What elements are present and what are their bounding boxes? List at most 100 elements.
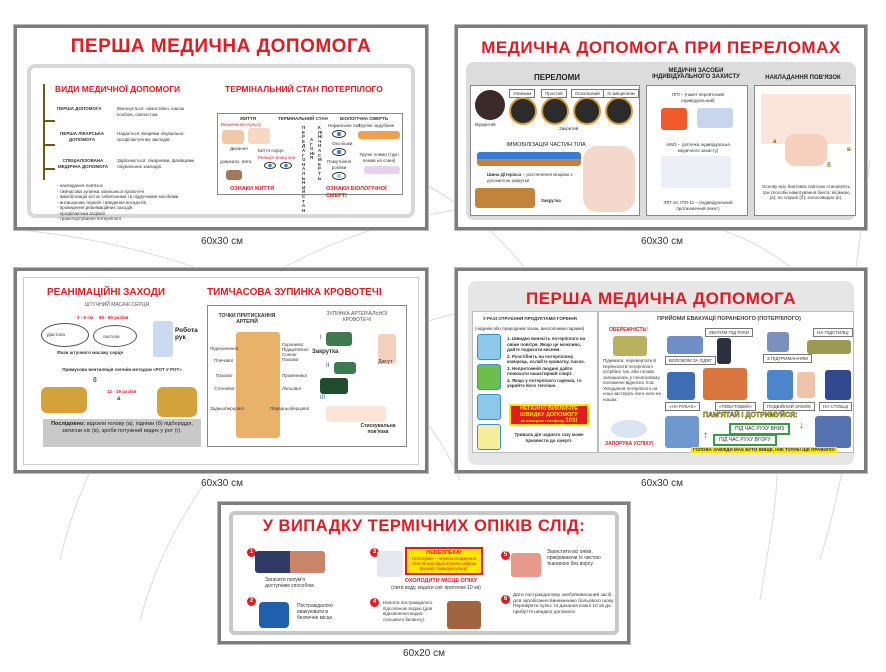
- cornea-label: Помутніння рогівки: [326, 159, 352, 170]
- livor-label: Трупні плями (труп лежав на спині): [359, 152, 399, 163]
- tourniquet-label: Джгут: [378, 359, 393, 365]
- cpr-depth: 3 - 5 см: [77, 315, 94, 320]
- bleeding-panel: ТОЧКИ ПРИТИСКАННЯ АРТЕРІЙ Підключичної П…: [207, 305, 407, 447]
- pulse-check-illustration: [222, 130, 244, 144]
- mouth-to-mouth-illustration: [157, 387, 197, 417]
- poster-first-aid-2[interactable]: ПЕРША МЕДИЧНА ДОПОМОГА У РАЗІ ОТРУЄННЯ П…: [455, 268, 867, 473]
- step-image: [477, 364, 501, 390]
- ppe-item: ППІ – (пакет перев'язний індивідуальний): [671, 92, 725, 103]
- measure-item: - антишокова терапія і введення антидоті…: [57, 199, 146, 205]
- col-terminal: ТЕРМІНАЛЬНИЙ СТАН: [278, 116, 328, 121]
- step-number-5: 5: [501, 551, 510, 560]
- types-arrow-line: [43, 84, 45, 180]
- cooling-illustration: [377, 551, 403, 577]
- arrow-icon: [45, 120, 55, 122]
- dieterichs-label: Шина Дітеріхса: [487, 172, 522, 177]
- fractures-heading: ПЕРЕЛОМИ: [533, 73, 580, 82]
- evac-figure: [807, 340, 851, 354]
- drinking-illustration: [447, 601, 481, 629]
- poster-size-label: 60x30 см: [201, 236, 243, 247]
- artery-left: Підключичної: [210, 346, 239, 351]
- mark-a: а: [773, 139, 777, 145]
- roman-2: II: [326, 363, 330, 369]
- mark-b: б: [93, 378, 97, 384]
- cpr-hands-illustration: [153, 321, 173, 357]
- poster-size-label: 60x30 см: [641, 478, 683, 489]
- ppe-item: ІПП-10, ІПП-11 – (індивідуальний протихі…: [663, 200, 733, 211]
- livor-body-illustration: [364, 166, 400, 174]
- mark-a: а: [117, 396, 121, 402]
- method-label: ПОДВІЙНИЙ ЗАМОК: [763, 402, 815, 411]
- poster-title: МЕДИЧНА ДОПОМОГА ПРИ ПЕРЕЛОМАХ: [481, 38, 841, 57]
- type-desc: Виконується: самостійно, іншою особою, с…: [117, 106, 185, 117]
- poisoning-panel: У РАЗІ ОТРУЄННЯ ПРОДУКТАМИ ГОРІННЯ (чадн…: [472, 311, 598, 453]
- stairs-up-figure: [815, 416, 851, 448]
- poster-fractures[interactable]: МЕДИЧНА ДОПОМОГА ПРИ ПЕРЕЛОМАХ ПЕРЕЛОМИ …: [455, 25, 867, 230]
- mark-b: б: [827, 163, 831, 169]
- first-aid-kit-image: [661, 108, 687, 130]
- method-label: З ПІДТРИМАННЯМ: [763, 354, 812, 363]
- measure-item: - проведення реанімаційних заходів: [57, 205, 133, 210]
- step-number-1: 1: [247, 548, 256, 557]
- xray-image: [541, 97, 569, 125]
- danger-title: НЕБЕЗПЕКА!: [426, 550, 462, 556]
- method-label: НА ПІДСТИЛЦІ: [813, 328, 853, 337]
- evacuation-panel: ПРИЙОМИ ЕВАКУАЦІЇ ПОРАНЕНОГО (ПОТЕРПІЛОГ…: [598, 311, 854, 453]
- tourniquet-illustration: [334, 362, 356, 374]
- artery-right: Передньоберцової: [270, 406, 310, 411]
- types-heading: ВИДИ МЕДИЧНОЇ ДОПОМОГИ: [55, 84, 181, 94]
- bandage-pack-image: [697, 108, 733, 128]
- pupil-label: Реакція зіниці ока: [258, 155, 296, 160]
- poster-resuscitation-bleeding[interactable]: РЕАНІМАЦІЙНІ ЗАХОДИ ТИМЧАСОВА ЗУПИНКА КР…: [14, 268, 428, 473]
- step-5-text: Захистити всі опіки, прикриваючи їх чист…: [547, 549, 601, 567]
- artery-right: Променевої: [282, 373, 307, 378]
- artery-right: Підщелепної: [282, 347, 309, 352]
- poison-subheading: (чадним або природним газом, вихлопними …: [475, 326, 585, 331]
- stairs-down-figure: [665, 416, 699, 448]
- torso-bandage-illustration: [785, 134, 827, 166]
- artery-right: Скроневої: [282, 342, 304, 347]
- artery-right: Ліктьової: [282, 386, 301, 391]
- arm-illustration: [326, 406, 386, 422]
- pressure-heading: ТОЧКИ ПРИТИСКАННЯ АРТЕРІЙ: [218, 313, 276, 325]
- breath-rate: 12 - 19 раз/хв: [107, 389, 137, 394]
- arrow-icon: [45, 168, 55, 170]
- type-name: ПЕРША ЛІКАРСЬКА ДОПОМОГА: [59, 131, 105, 142]
- poster-title: ПЕРША МЕДИЧНА ДОПОМОГА: [70, 36, 372, 57]
- call-phone-label: за номером телефону: [520, 418, 565, 423]
- method-label: НА СТІЛЬЦІ: [819, 402, 853, 411]
- ppe-panel: ППІ – (пакет перев'язний індивідуальний)…: [646, 85, 748, 216]
- roman-1: I: [320, 335, 322, 341]
- evac-figure: [717, 338, 731, 364]
- sequence-text: відхили голову (а), підніми (б) підборід…: [62, 421, 193, 434]
- artery-right: Сонної: [282, 352, 297, 357]
- terminal-state-diagram: ЖИТТЯ ТЕРМІНАЛЬНИЙ СТАН БІОЛОГІЧНА СМЕРТ…: [217, 113, 403, 212]
- arm-sling-illustration: [583, 146, 635, 212]
- poster-first-aid-1[interactable]: ПЕРША МЕДИЧНА ДОПОМОГА ВИДИ МЕДИЧНОЇ ДОП…: [14, 25, 428, 230]
- step-6-text: Дати постраждалому знеболювальний засіб …: [513, 593, 615, 615]
- dieterichs-desc: – розтягнення кінцівки з допомогою закру…: [487, 172, 573, 183]
- tourniquet-illustration: [320, 378, 348, 394]
- artery-right: Пахової: [282, 357, 299, 362]
- step-image: [477, 424, 501, 450]
- step-number-2: 2: [247, 597, 256, 606]
- tourniquet-illustration: [326, 332, 352, 346]
- poster-thermal-burns[interactable]: У ВИПАДКУ ТЕРМІЧНИХ ОПІКІВ СЛІД: 1 Загас…: [218, 502, 630, 644]
- head-tilt-illustration: [41, 387, 87, 413]
- twist-illustration: [475, 188, 535, 208]
- fracture-type-label: Відкритий: [475, 122, 496, 127]
- preagony-label: ПЕРЕДАГОНАЛЬНИЙ СТАН: [302, 125, 306, 213]
- clinical-death-label: КЛІНІЧНА СМЕРТЬ: [318, 125, 323, 181]
- danger-box: НЕБЕЗПЕКА! Гіпотермія – переохолодження …: [405, 547, 483, 575]
- success-illustration: [611, 420, 647, 438]
- compression-label: Стискувальна пов'язка: [360, 423, 396, 435]
- terminal-heading: ТЕРМІНАЛЬНИЙ СТАН ПОТЕРПІЛОГО: [225, 84, 383, 94]
- caution-text: Піднімати, перевертати й переносити поте…: [603, 358, 661, 402]
- breathing-label: Дихання: [230, 146, 248, 151]
- skeleton-illustration: [236, 332, 280, 438]
- success-label: ЗАПОРУКА УСПІХУ!: [605, 441, 654, 447]
- mirror-label: дзеркало: [220, 159, 240, 164]
- call-line-1: НЕГАЙНО ВИКЛИЧТЕ: [519, 406, 579, 412]
- arrow-down-icon: ↓: [799, 420, 804, 431]
